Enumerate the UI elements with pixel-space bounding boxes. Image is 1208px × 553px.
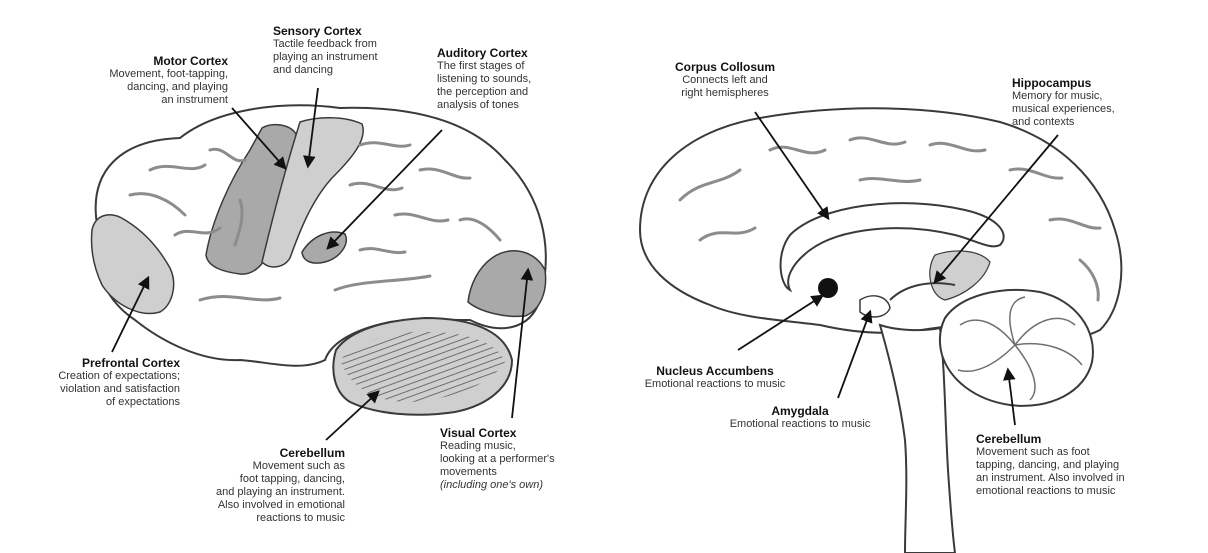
amygdala-title: Amygdala	[771, 404, 829, 418]
brainstem	[878, 323, 957, 553]
amygdala-shape	[859, 295, 891, 318]
arrow-visual	[511, 267, 534, 419]
cerebellum-left-desc: Movement such as foot tapping, dancing, …	[215, 460, 345, 524]
cerebellum-right-desc: Movement such as foot tapping, dancing, …	[976, 446, 1125, 497]
hippocampus-desc: Memory for music, musical experiences, a…	[1012, 90, 1115, 128]
prefrontal-region	[90, 214, 175, 315]
label-amygdala: Amygdala Emotional reactions to music	[700, 404, 900, 431]
label-corpus-collosum: Corpus Collosum Connects left and right …	[650, 60, 800, 100]
arrow-motor	[231, 107, 287, 170]
prefrontal-cortex-title: Prefrontal Cortex	[81, 356, 180, 370]
label-prefrontal-cortex: Prefrontal Cortex Creation of expectatio…	[18, 356, 180, 409]
amygdala-desc: Emotional reactions to music	[729, 418, 871, 430]
arrow-amygdala	[837, 309, 873, 399]
label-auditory-cortex: Auditory Cortex The first stages of list…	[437, 46, 597, 112]
label-sensory-cortex: Sensory Cortex Tactile feedback from pla…	[273, 24, 433, 77]
visual-cortex-region	[467, 250, 547, 318]
auditory-cortex-desc: The first stages of listening to sounds,…	[437, 60, 532, 111]
pointer-lines	[111, 87, 1059, 441]
medial-brain	[638, 107, 1123, 553]
visual-cortex-note: (including one's own)	[440, 479, 543, 491]
motor-cortex-title: Motor Cortex	[153, 54, 228, 68]
label-nucleus-accumbens: Nucleus Accumbens Emotional reactions to…	[620, 364, 810, 391]
label-cerebellum-left: Cerebellum Movement such as foot tapping…	[175, 446, 345, 525]
corpus-collosum-title: Corpus Collosum	[674, 60, 775, 74]
corpus-collosum-desc: Connects left and right hemispheres	[681, 74, 769, 99]
corpus-callosum	[779, 202, 1005, 293]
cerebellum-folia	[957, 296, 1083, 401]
lateral-gyri	[128, 141, 502, 302]
arrow-nucleus	[737, 294, 825, 351]
hippocampus-shape	[889, 282, 956, 301]
arrow-auditory	[326, 129, 443, 250]
sensory-cortex-desc: Tactile feedback from playing an instrum…	[273, 38, 378, 76]
nucleus-accumbens-dot	[818, 278, 838, 298]
visual-cortex-desc: Reading music, looking at a performer's …	[440, 440, 555, 478]
arrow-prefrontal	[111, 275, 150, 353]
hippocampus-title: Hippocampus	[1012, 76, 1092, 90]
label-motor-cortex: Motor Cortex Movement, foot-tapping, dan…	[60, 54, 228, 107]
lateral-brain	[90, 104, 547, 416]
auditory-cortex-title: Auditory Cortex	[437, 46, 528, 60]
arrow-corpus	[754, 111, 830, 221]
label-hippocampus: Hippocampus Memory for music, musical ex…	[1012, 76, 1172, 129]
cerebellum-right-title: Cerebellum	[976, 432, 1042, 446]
motor-cortex-desc: Movement, foot-tapping, dancing, and pla…	[109, 68, 228, 106]
cerebellum-left-title: Cerebellum	[279, 446, 345, 460]
medial-gyri	[678, 136, 1102, 302]
sensory-cortex-region	[261, 116, 364, 268]
arrow-cerebellum-left	[325, 390, 380, 441]
label-cerebellum-right: Cerebellum Movement such as foot tapping…	[976, 432, 1176, 498]
arrow-sensory	[303, 87, 319, 169]
arrow-cerebellum-right	[1003, 367, 1016, 426]
visual-cortex-title: Visual Cortex	[440, 426, 517, 440]
nucleus-accumbens-desc: Emotional reactions to music	[644, 378, 786, 390]
prefrontal-cortex-desc: Creation of expectations; violation and …	[58, 370, 180, 408]
arrow-hippocampus	[933, 134, 1059, 284]
sensory-cortex-title: Sensory Cortex	[273, 24, 362, 38]
label-visual-cortex: Visual Cortex Reading music, looking at …	[440, 426, 600, 492]
nucleus-accumbens-title: Nucleus Accumbens	[656, 364, 774, 378]
